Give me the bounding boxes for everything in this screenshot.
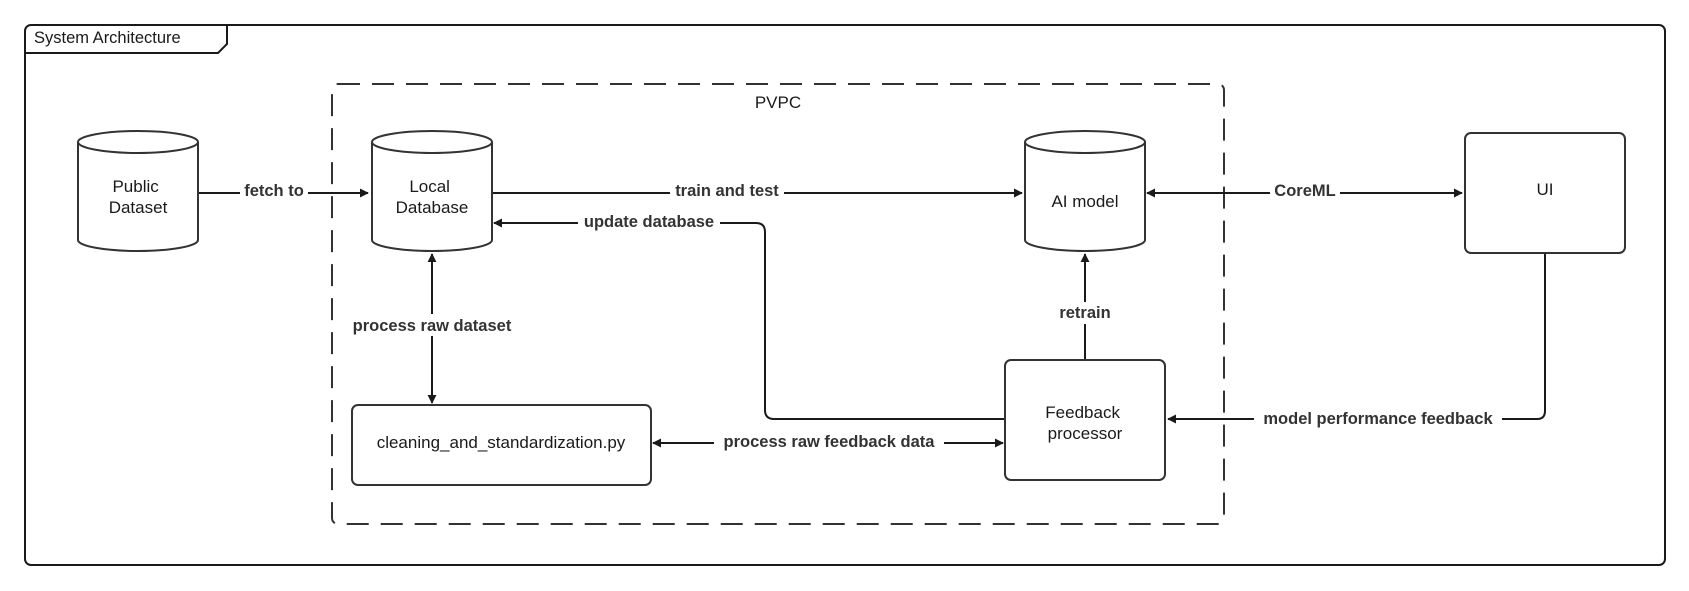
system-architecture-frame: System Architecture: [24, 24, 1666, 566]
edge-label-process-raw-dataset: process raw dataset: [344, 314, 520, 336]
edge-label-process-raw-feedback-data: process raw feedback data: [714, 432, 944, 454]
edge-labels: fetch to train and test update database …: [240, 182, 1502, 454]
edge-update-database: [493, 218, 1005, 420]
edge-label-model-performance-feedback: model performance feedback: [1254, 408, 1502, 430]
edge-label-retrain: retrain: [1054, 302, 1116, 324]
feedback-processor-label: Feedback processor: [1045, 403, 1124, 443]
svg-text:fetch to: fetch to: [244, 182, 304, 200]
cleaning-script-node: cleaning_and_standardization.py: [351, 404, 652, 486]
local-database-label: Local Database: [396, 177, 469, 217]
cleaning-script-label: cleaning_and_standardization.py: [377, 433, 626, 452]
ai-model-node: AI model: [1024, 130, 1146, 252]
edge-label-coreml: CoreML: [1270, 182, 1340, 204]
ai-model-label: AI model: [1051, 192, 1118, 211]
svg-text:process raw feedback data: process raw feedback data: [724, 433, 936, 451]
svg-text:update database: update database: [584, 213, 714, 231]
edge-label-update-database: update database: [578, 212, 720, 234]
public-dataset-node: Public Dataset: [77, 130, 199, 252]
edge-label-fetch-to: fetch to: [240, 182, 308, 204]
svg-text:retrain: retrain: [1059, 304, 1110, 322]
frame-title: System Architecture: [34, 29, 181, 47]
pvpc-group: PVPC: [331, 83, 1225, 525]
svg-text:train and test: train and test: [675, 182, 779, 200]
edge-label-train-and-test: train and test: [670, 182, 784, 204]
feedback-processor-node: Feedback processor: [1004, 359, 1166, 481]
public-dataset-label: Public Dataset: [109, 177, 168, 217]
svg-text:model performance feedback: model performance feedback: [1263, 410, 1493, 428]
edge-model-performance-feedback: [1167, 254, 1546, 424]
ui-node: UI: [1464, 132, 1626, 254]
pvpc-title: PVPC: [755, 93, 801, 112]
svg-text:CoreML: CoreML: [1274, 182, 1335, 200]
svg-text:process raw dataset: process raw dataset: [353, 317, 512, 335]
ui-label: UI: [1537, 180, 1554, 199]
local-database-node: Local Database: [371, 130, 493, 252]
